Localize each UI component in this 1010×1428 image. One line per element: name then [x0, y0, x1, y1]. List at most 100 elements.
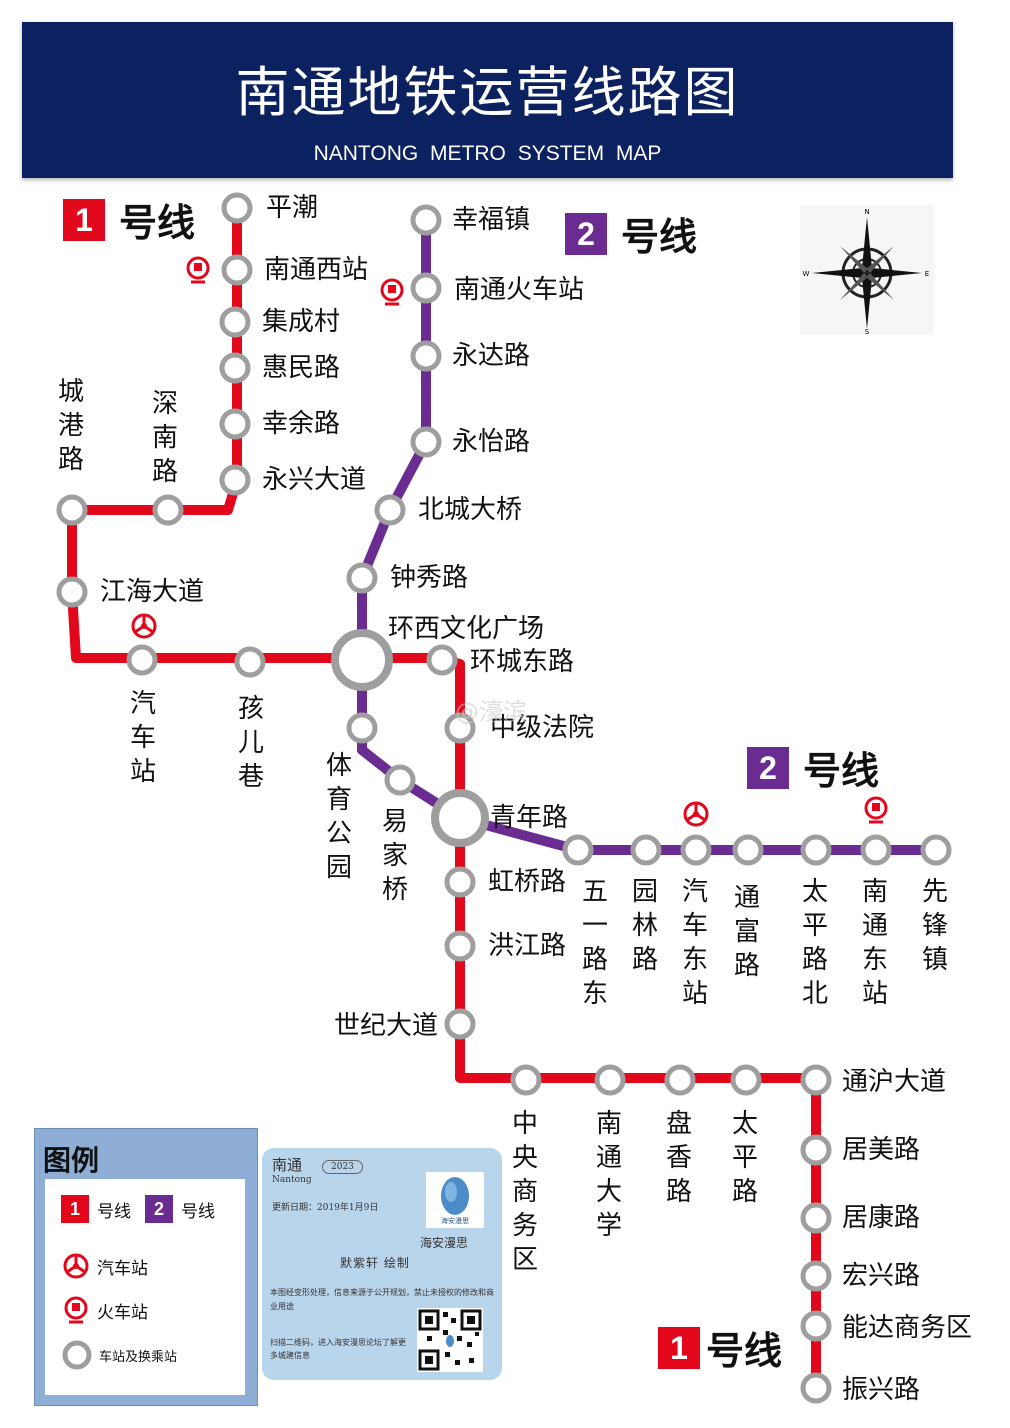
- station-marker-l1-5[interactable]: [219, 464, 251, 496]
- station-label: 洪江路: [488, 931, 566, 961]
- station-marker-l1-4[interactable]: [219, 408, 251, 440]
- station-label: 北城大桥: [418, 495, 522, 525]
- train-station-icon: [380, 278, 404, 306]
- station-label: 南通西站: [264, 255, 368, 285]
- station-label: 城港路: [58, 377, 84, 475]
- line-1-number: 1: [63, 198, 105, 241]
- station-marker-l1-0[interactable]: [221, 192, 253, 224]
- bus-station-icon: [683, 801, 709, 827]
- train-station-icon: [864, 796, 888, 824]
- legend-line-1-label: 号线: [97, 1201, 131, 1222]
- station-label: 体育公园: [326, 751, 352, 883]
- line-1-number: 1: [658, 1326, 700, 1369]
- station-marker-l1-10[interactable]: [234, 646, 266, 678]
- line-1-label: 号线: [706, 1329, 783, 1373]
- station-marker-l1-14[interactable]: [431, 789, 489, 847]
- station-marker-l2-5[interactable]: [346, 562, 378, 594]
- station-marker-l1-8[interactable]: [56, 576, 88, 608]
- legend-bus-label: 汽车站: [97, 1258, 148, 1279]
- line-1-label: 号线: [119, 201, 196, 245]
- station-marker-l1-21[interactable]: [730, 1064, 762, 1096]
- legend-line-2: 2 号线: [145, 1195, 215, 1223]
- station-label: 先锋镇: [922, 877, 948, 975]
- title-banner: 南通地铁运营线路图 NANTONG METRO SYSTEM MAP: [22, 22, 953, 178]
- logo-text: 海安漫思: [441, 1217, 469, 1225]
- station-marker-l1-22[interactable]: [800, 1064, 832, 1096]
- station-marker-l1-15[interactable]: [444, 866, 476, 898]
- station-marker-l1-2[interactable]: [219, 306, 251, 338]
- station-marker-l1-18[interactable]: [510, 1064, 542, 1096]
- station-marker-l1-25[interactable]: [800, 1260, 832, 1292]
- station-label: 南通大学: [596, 1109, 622, 1241]
- station-marker-l2-0[interactable]: [410, 204, 442, 236]
- card-city-en: Nantong: [272, 1175, 312, 1185]
- station-marker-l1-17[interactable]: [444, 1008, 476, 1040]
- station-marker-l2-13[interactable]: [732, 834, 764, 866]
- station-marker-l1-6[interactable]: [152, 494, 184, 526]
- station-marker-l1-16[interactable]: [444, 930, 476, 962]
- train-station-icon: [186, 256, 210, 284]
- station-label: 宏兴路: [842, 1261, 920, 1291]
- station-marker-l2-7[interactable]: [346, 712, 378, 744]
- station-marker-l1-13[interactable]: [444, 712, 476, 744]
- station-marker-l2-14[interactable]: [800, 834, 832, 866]
- station-label: 孩儿巷: [238, 694, 264, 792]
- station-label: 盘香路: [666, 1109, 692, 1207]
- station-marker-l2-16[interactable]: [920, 834, 952, 866]
- station-marker-l2-10[interactable]: [562, 834, 594, 866]
- watermark: @濠滨: [455, 698, 527, 726]
- station-marker-l1-20[interactable]: [664, 1064, 696, 1096]
- station-marker-l1-23[interactable]: [800, 1134, 832, 1166]
- legend-train-station: 火车站: [61, 1295, 148, 1325]
- station-label: 中级法院: [490, 713, 594, 743]
- legend-station: 车站及换乘站: [61, 1339, 177, 1371]
- station-label: 通富路: [734, 883, 760, 981]
- station-marker-l2-12[interactable]: [680, 834, 712, 866]
- station-label: 世纪大道: [334, 1011, 438, 1041]
- station-marker-l2-15[interactable]: [860, 834, 892, 866]
- station-marker-l2-1[interactable]: [410, 272, 442, 304]
- legend-body: 1 号线 2 号线 汽车站 火车站: [45, 1179, 245, 1395]
- station-marker-l1-1[interactable]: [221, 254, 253, 286]
- line-2-badge-top: 2 号线: [565, 206, 697, 261]
- line-2-number: 2: [565, 212, 607, 255]
- station-label: 五一路东: [582, 877, 608, 1009]
- station-label: 永怡路: [452, 427, 530, 457]
- station-marker-l1-26[interactable]: [800, 1310, 832, 1342]
- station-marker-l1-24[interactable]: [800, 1202, 832, 1234]
- station-marker-l1-7[interactable]: [56, 494, 88, 526]
- station-marker-l2-3[interactable]: [410, 426, 442, 458]
- legend-line-2-label: 号线: [181, 1201, 215, 1222]
- station-marker-l1-12[interactable]: [426, 644, 458, 676]
- station-label: 能达商务区: [842, 1313, 972, 1343]
- station-icon: [62, 1340, 92, 1370]
- station-marker-l1-11[interactable]: [331, 629, 393, 691]
- station-label: 永兴大道: [262, 465, 366, 495]
- station-marker-l2-2[interactable]: [410, 340, 442, 372]
- line-2-path: [357, 220, 936, 855]
- card-year: 2023: [322, 1160, 363, 1174]
- card-drawn-by: 默紫轩 绘制: [340, 1256, 410, 1270]
- station-label: 江海大道: [100, 577, 204, 607]
- station-label: 汽车东站: [682, 877, 708, 1009]
- legend-line-2-number: 2: [145, 1195, 173, 1223]
- station-label: 汽车站: [130, 689, 156, 787]
- station-marker-l1-27[interactable]: [800, 1372, 832, 1404]
- station-label: 幸余路: [262, 409, 340, 439]
- station-marker-l1-3[interactable]: [219, 352, 251, 384]
- station-marker-l1-9[interactable]: [126, 644, 158, 676]
- logo-icon: 海安漫思: [426, 1172, 484, 1228]
- station-label: 南通东站: [862, 877, 888, 1009]
- station-marker-l2-11[interactable]: [630, 834, 662, 866]
- station-marker-l2-4[interactable]: [374, 494, 406, 526]
- qr-code-icon[interactable]: [417, 1308, 483, 1372]
- line-2-label: 号线: [621, 215, 698, 259]
- map-title: 南通地铁运营线路图: [235, 61, 740, 124]
- station-marker-l1-19[interactable]: [594, 1064, 626, 1096]
- station-marker-l2-8[interactable]: [384, 764, 416, 796]
- info-card: 南通 Nantong 2023 更新日期：2019年1月9日 海安漫思 海安漫思…: [262, 1148, 502, 1380]
- compass-w: W: [803, 270, 810, 278]
- line-1-path: [67, 208, 821, 1388]
- line-1-badge-top: 1 号线: [63, 192, 195, 247]
